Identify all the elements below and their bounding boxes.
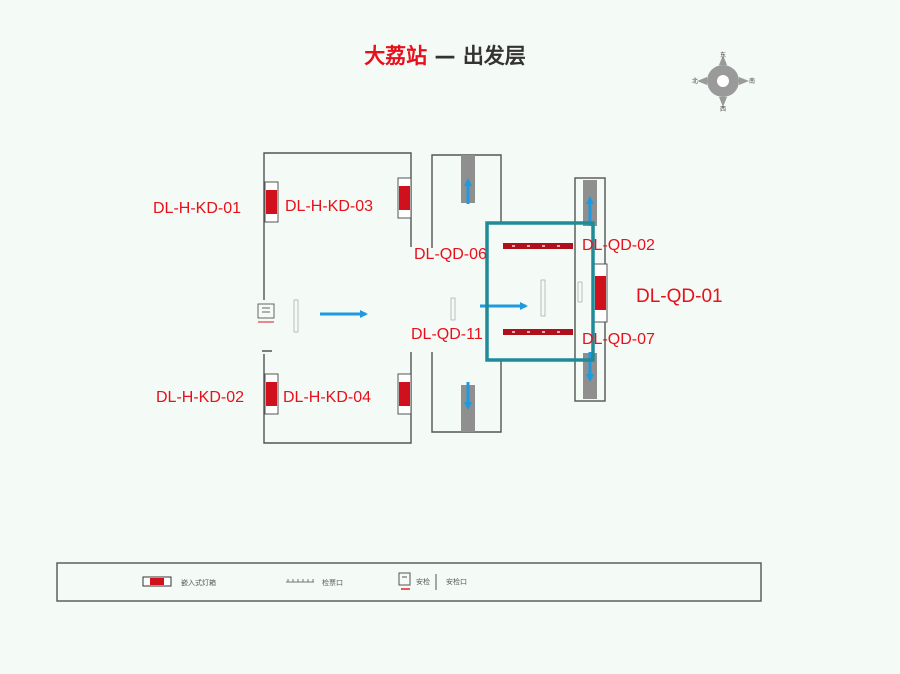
compass-south: 西 xyxy=(720,106,726,113)
label-qd02: DL-QD-02 xyxy=(582,237,655,254)
label-qd01: DL-QD-01 xyxy=(636,286,723,307)
label-hkd03: DL-H-KD-03 xyxy=(285,198,373,215)
vertical-sign-center xyxy=(450,279,583,321)
legend-ticket-gate-icon xyxy=(286,579,314,583)
vertical-sign-left xyxy=(293,299,299,333)
ad-lightboxes xyxy=(264,177,608,415)
lightbox-hkd03 xyxy=(399,186,410,210)
label-hkd01: DL-H-KD-01 xyxy=(153,200,241,217)
lightbox-hkd04 xyxy=(399,382,410,406)
legend-security-gate-label: 安检口 xyxy=(446,577,467,586)
security-check-icon xyxy=(257,303,275,352)
lightbox-hkd01 xyxy=(266,190,277,214)
station-name: 大荔站 xyxy=(364,44,428,68)
compass-north: 东 xyxy=(720,51,726,59)
compass-east: 南 xyxy=(749,77,755,85)
legend-lightbox-icon xyxy=(142,576,172,587)
legend: 嵌入式灯箱 检票口 安检 安检口 xyxy=(56,562,762,602)
lightbox-strip-qd06 xyxy=(503,243,573,249)
title-separator: — xyxy=(427,44,463,68)
legend-security-icon xyxy=(398,572,411,590)
legend-lightbox-label: 嵌入式灯箱 xyxy=(181,578,216,587)
compass-west: 北 xyxy=(692,77,698,85)
label-qd06: DL-QD-06 xyxy=(414,246,487,263)
legend-ticket-gate-label: 检票口 xyxy=(322,578,343,587)
ad-spot-labels: DL-H-KD-01 DL-H-KD-03 DL-H-KD-02 DL-H-KD… xyxy=(153,198,723,406)
label-hkd02: DL-H-KD-02 xyxy=(156,389,244,406)
lightbox-qd01 xyxy=(595,276,606,310)
lightbox-hkd02 xyxy=(266,382,277,406)
floor-name: 出发层 xyxy=(462,44,526,68)
escalators xyxy=(461,155,597,432)
label-hkd04: DL-H-KD-04 xyxy=(283,389,371,406)
compass-rose-icon: 东 西 北 南 xyxy=(692,51,755,113)
highlight-frame xyxy=(485,221,595,362)
page-title: 大荔站 — 出发层 xyxy=(0,40,890,70)
legend-security-label: 安检 xyxy=(416,577,430,586)
lightbox-strip-qd11 xyxy=(503,329,573,335)
legend-box xyxy=(56,562,762,602)
label-qd07: DL-QD-07 xyxy=(582,331,655,348)
label-qd11: DL-QD-11 xyxy=(411,326,483,343)
